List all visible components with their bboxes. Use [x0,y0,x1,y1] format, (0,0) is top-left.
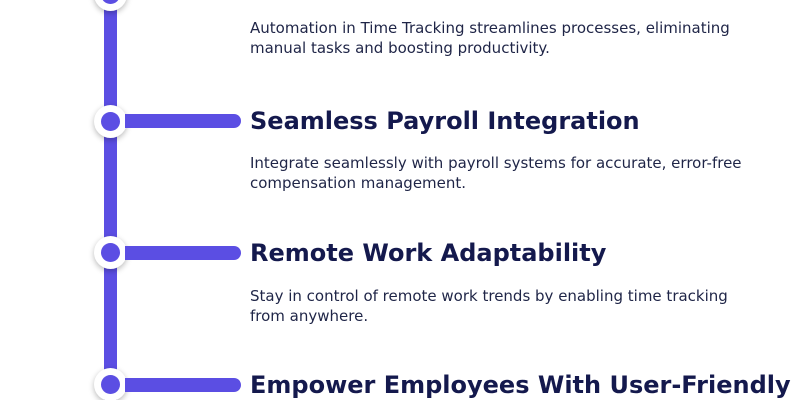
timeline-item-title: Empower Employees With User-Friendly [250,371,791,399]
timeline-item-title: Remote Work Adaptability [250,239,607,267]
timeline-item-title: Seamless Payroll Integration [250,107,640,135]
timeline-connector [125,378,241,392]
timeline-item-description: Integrate seamlessly with payroll system… [250,154,742,192]
timeline-node-icon [94,105,127,138]
timeline-node-icon [94,368,127,400]
timeline-connector [125,246,241,260]
timeline-connector [125,114,241,128]
timeline-item-description: Stay in control of remote work trends by… [250,287,728,325]
timeline-item-description: Automation in Time Tracking streamlines … [250,19,730,57]
timeline-vertical-line [104,0,117,400]
timeline-node-icon [94,236,127,269]
timeline-node-icon [94,0,127,11]
